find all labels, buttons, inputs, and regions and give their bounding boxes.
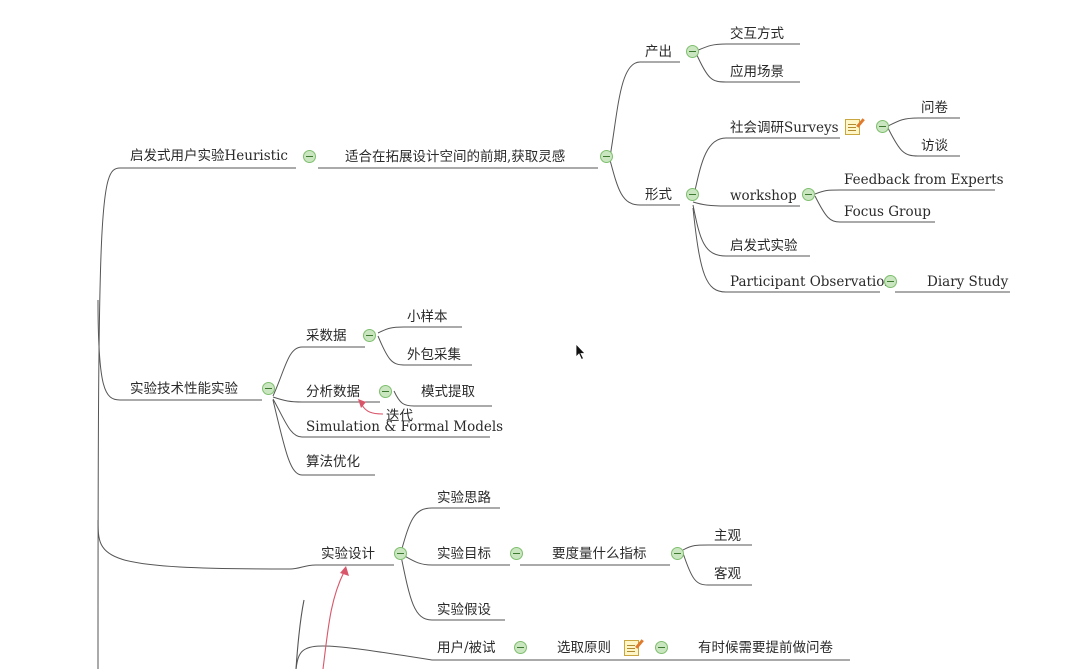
- collapse-toggle-icon[interactable]: [686, 188, 699, 201]
- node-exp-hypothesis[interactable]: 实验假设: [437, 602, 491, 618]
- node-collect-data[interactable]: 采数据: [306, 328, 347, 344]
- node-exp-design[interactable]: 实验设计: [321, 546, 375, 562]
- node-what-metrics[interactable]: 要度量什么指标: [552, 546, 647, 562]
- iterate-label: 迭代: [386, 408, 413, 424]
- node-feedback-experts[interactable]: Feedback from Experts: [844, 172, 1004, 188]
- node-pre-questionnaire[interactable]: 有时候需要提前做问卷: [698, 640, 833, 656]
- node-pattern-extract[interactable]: 模式提取: [421, 384, 475, 400]
- collapse-toggle-icon[interactable]: [379, 385, 392, 398]
- node-diary-study[interactable]: Diary Study: [927, 274, 1009, 290]
- node-questionnaire[interactable]: 问卷: [921, 100, 948, 116]
- collapse-toggle-icon[interactable]: [884, 275, 897, 288]
- collapse-toggle-icon[interactable]: [655, 641, 668, 654]
- node-heuristic-desc[interactable]: 适合在拓展设计空间的前期,获取灵感: [345, 149, 566, 165]
- node-participant-observation[interactable]: Participant Observation: [730, 274, 894, 290]
- node-subjective[interactable]: 主观: [714, 528, 741, 544]
- note-icon[interactable]: [845, 119, 860, 135]
- node-heuristic-experiment[interactable]: 启发式实验: [730, 238, 798, 254]
- collapse-toggle-icon[interactable]: [686, 45, 699, 58]
- collapse-toggle-icon[interactable]: [802, 188, 815, 201]
- node-small-sample[interactable]: 小样本: [407, 309, 448, 325]
- collapse-toggle-icon[interactable]: [600, 150, 613, 163]
- node-surveys[interactable]: 社会调研Surveys: [730, 120, 839, 136]
- node-objective[interactable]: 客观: [714, 566, 741, 582]
- node-selection-principle[interactable]: 选取原则: [557, 640, 611, 656]
- node-user-subject[interactable]: 用户/被试: [437, 640, 496, 656]
- collapse-toggle-icon[interactable]: [514, 641, 527, 654]
- node-analyze-data[interactable]: 分析数据: [306, 384, 360, 400]
- node-outsourced[interactable]: 外包采集: [407, 347, 461, 363]
- node-interview[interactable]: 访谈: [921, 138, 948, 154]
- node-interaction-mode[interactable]: 交互方式: [730, 26, 784, 42]
- collapse-toggle-icon[interactable]: [363, 329, 376, 342]
- mouse-cursor-icon: [575, 343, 586, 361]
- collapse-toggle-icon[interactable]: [262, 382, 275, 395]
- node-heuristic[interactable]: 启发式用户实验Heuristic: [130, 148, 288, 164]
- collapse-toggle-icon[interactable]: [671, 547, 684, 560]
- node-tech-performance[interactable]: 实验技术性能实验: [130, 381, 238, 397]
- collapse-toggle-icon[interactable]: [394, 547, 407, 560]
- node-form[interactable]: 形式: [645, 187, 672, 203]
- note-icon[interactable]: [624, 640, 639, 656]
- node-app-scenario[interactable]: 应用场景: [730, 64, 784, 80]
- node-algorithm-opt[interactable]: 算法优化: [306, 454, 360, 470]
- node-output[interactable]: 产出: [645, 44, 672, 60]
- collapse-toggle-icon[interactable]: [303, 150, 316, 163]
- node-focus-group[interactable]: Focus Group: [844, 204, 931, 220]
- node-exp-idea[interactable]: 实验思路: [437, 490, 491, 506]
- collapse-toggle-icon[interactable]: [510, 547, 523, 560]
- collapse-toggle-icon[interactable]: [876, 120, 889, 133]
- node-exp-goal[interactable]: 实验目标: [437, 546, 491, 562]
- node-simulation[interactable]: Simulation & Formal Models: [306, 419, 504, 435]
- node-workshop[interactable]: workshop: [730, 188, 797, 204]
